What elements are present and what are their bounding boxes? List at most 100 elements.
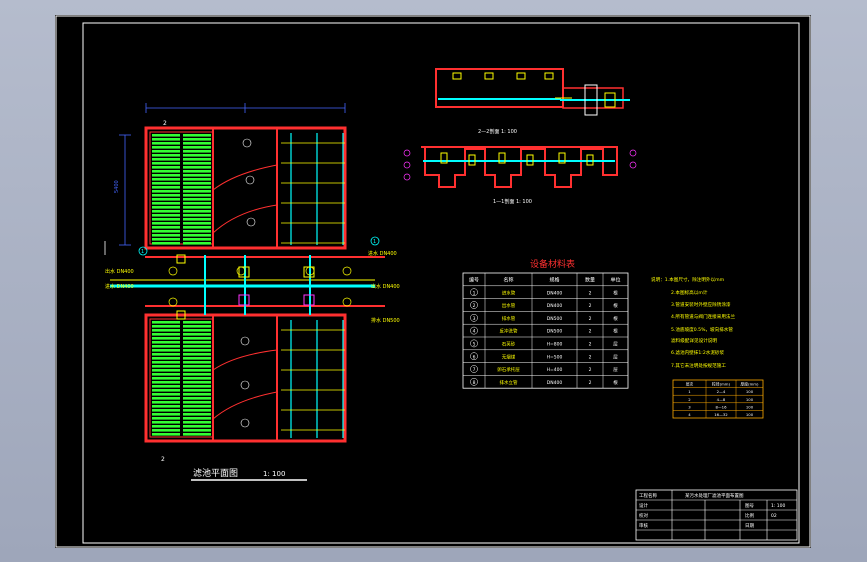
equipment-table-title: 设备材料表	[530, 258, 575, 270]
section22-tank	[435, 68, 564, 108]
lower-callout-1	[240, 336, 250, 346]
media-slat	[152, 337, 180, 340]
lower-callout-2	[240, 380, 250, 390]
media-slat	[183, 214, 211, 217]
grad-cell: 4—8	[717, 397, 726, 402]
media-slat	[152, 190, 180, 193]
media-slat	[183, 238, 211, 241]
media-slat	[152, 142, 180, 145]
tb-field-1: 图号	[745, 503, 754, 509]
media-slat	[183, 166, 211, 169]
table-cell: H=800	[547, 342, 563, 348]
media-slat	[183, 429, 211, 432]
table-cell: 6	[473, 354, 476, 360]
inner-frame	[82, 22, 800, 544]
table-cell: 排水立管	[500, 379, 518, 386]
media-slat	[183, 369, 211, 372]
table-cell: 出水管	[502, 302, 516, 309]
section-11-drawing: 1—1剖面 1: 100	[403, 146, 637, 205]
table-cell: 反冲洗管	[500, 328, 518, 335]
upper-callout-1	[242, 138, 252, 148]
table-cell: 1	[473, 290, 476, 296]
section22-trough-3	[516, 72, 526, 80]
table-cell: 2	[589, 303, 592, 309]
drawing-sheet[interactable]: 5400 2 2 1 1 进水 DN400 出水 DN400 进水 DN400 …	[55, 15, 811, 548]
media-slat	[152, 325, 180, 328]
media-slat	[183, 222, 211, 225]
media-slat	[183, 341, 211, 344]
media-slat	[183, 234, 211, 237]
media-slat	[152, 345, 180, 348]
media-slat	[183, 353, 211, 356]
table-cell: 层	[613, 354, 618, 360]
pipe-label-right-3: 排水 DN500	[371, 317, 400, 324]
tb-field-2: 比例	[745, 512, 754, 519]
upper-arc-2	[212, 204, 278, 234]
grad-header-cell: 粒径(mm)	[712, 382, 730, 387]
table-header-cell: 编号	[469, 277, 479, 284]
table-cell: H=500	[547, 354, 563, 360]
table-number-circle	[470, 352, 478, 361]
note-line: 5.池底坡度0.5%，坡向排水管	[671, 326, 733, 333]
table-number-circle	[470, 301, 478, 309]
upper-pipe-gallery	[281, 133, 345, 245]
valve-2	[238, 266, 250, 278]
media-slat	[183, 401, 211, 404]
section-mark-right-circle	[370, 236, 380, 246]
media-slat	[183, 146, 211, 149]
table-cell: 2	[589, 329, 592, 335]
table-cell: 2	[589, 380, 592, 386]
grad-cell: 4	[688, 412, 691, 417]
title-block: 某污水处理厂滤池平面布置图 工程名称 设计 校对 审核 图号 比例 日期 1: …	[635, 489, 798, 541]
media-slat	[183, 357, 211, 360]
gallery-callout-4	[342, 266, 352, 276]
media-slat	[183, 381, 211, 384]
media-slat	[152, 357, 180, 360]
table-cell: DN400	[547, 380, 563, 386]
media-slat	[152, 166, 180, 169]
gallery-callout-2	[236, 266, 246, 276]
section22-trough-4	[544, 72, 554, 80]
grad-header-cell: 层次	[686, 382, 694, 387]
table-number-circle	[470, 365, 478, 373]
media-slat	[152, 361, 180, 364]
table-cell: 2	[589, 342, 592, 348]
media-slat	[183, 198, 211, 201]
section22-trough-1	[452, 72, 462, 80]
title-block-frame	[635, 489, 798, 541]
section11-callout-1	[403, 149, 411, 157]
media-slat	[152, 429, 180, 432]
upper-filter-media	[152, 134, 211, 245]
valve-6	[176, 310, 186, 320]
media-slat	[183, 174, 211, 177]
media-slat	[183, 186, 211, 189]
media-slat	[152, 186, 180, 189]
table-cell: 2	[589, 316, 592, 322]
section11-valve-2	[468, 154, 476, 166]
media-slat	[183, 230, 211, 233]
table-cell: DN500	[547, 316, 563, 322]
media-slat	[183, 142, 211, 145]
table-cell: 4	[473, 329, 476, 335]
media-slat	[152, 222, 180, 225]
media-slat	[183, 393, 211, 396]
gallery-callout-5	[168, 297, 178, 307]
note-line: 2.本图标高以m计	[671, 289, 708, 296]
table-cell: DN500	[547, 329, 563, 335]
section11-callout-3	[403, 173, 411, 181]
media-slat	[152, 365, 180, 368]
note-line: 3.管道安装时外壁应除锈涂漆	[671, 301, 731, 308]
tb-drawing-title: 某污水处理厂滤池平面布置图	[685, 492, 744, 499]
outer-frame	[55, 15, 811, 548]
tb-field-3: 日期	[745, 523, 754, 529]
section11-valve-4	[526, 154, 534, 166]
media-slat	[152, 341, 180, 344]
media-slat	[152, 174, 180, 177]
media-slat	[152, 150, 180, 153]
table-cell: 2	[589, 354, 592, 360]
pipe-label-left-2: 出水 DN400	[105, 268, 134, 275]
media-slat	[152, 385, 180, 388]
media-slat	[183, 150, 211, 153]
table-cell: 卵石承托层	[497, 366, 520, 373]
